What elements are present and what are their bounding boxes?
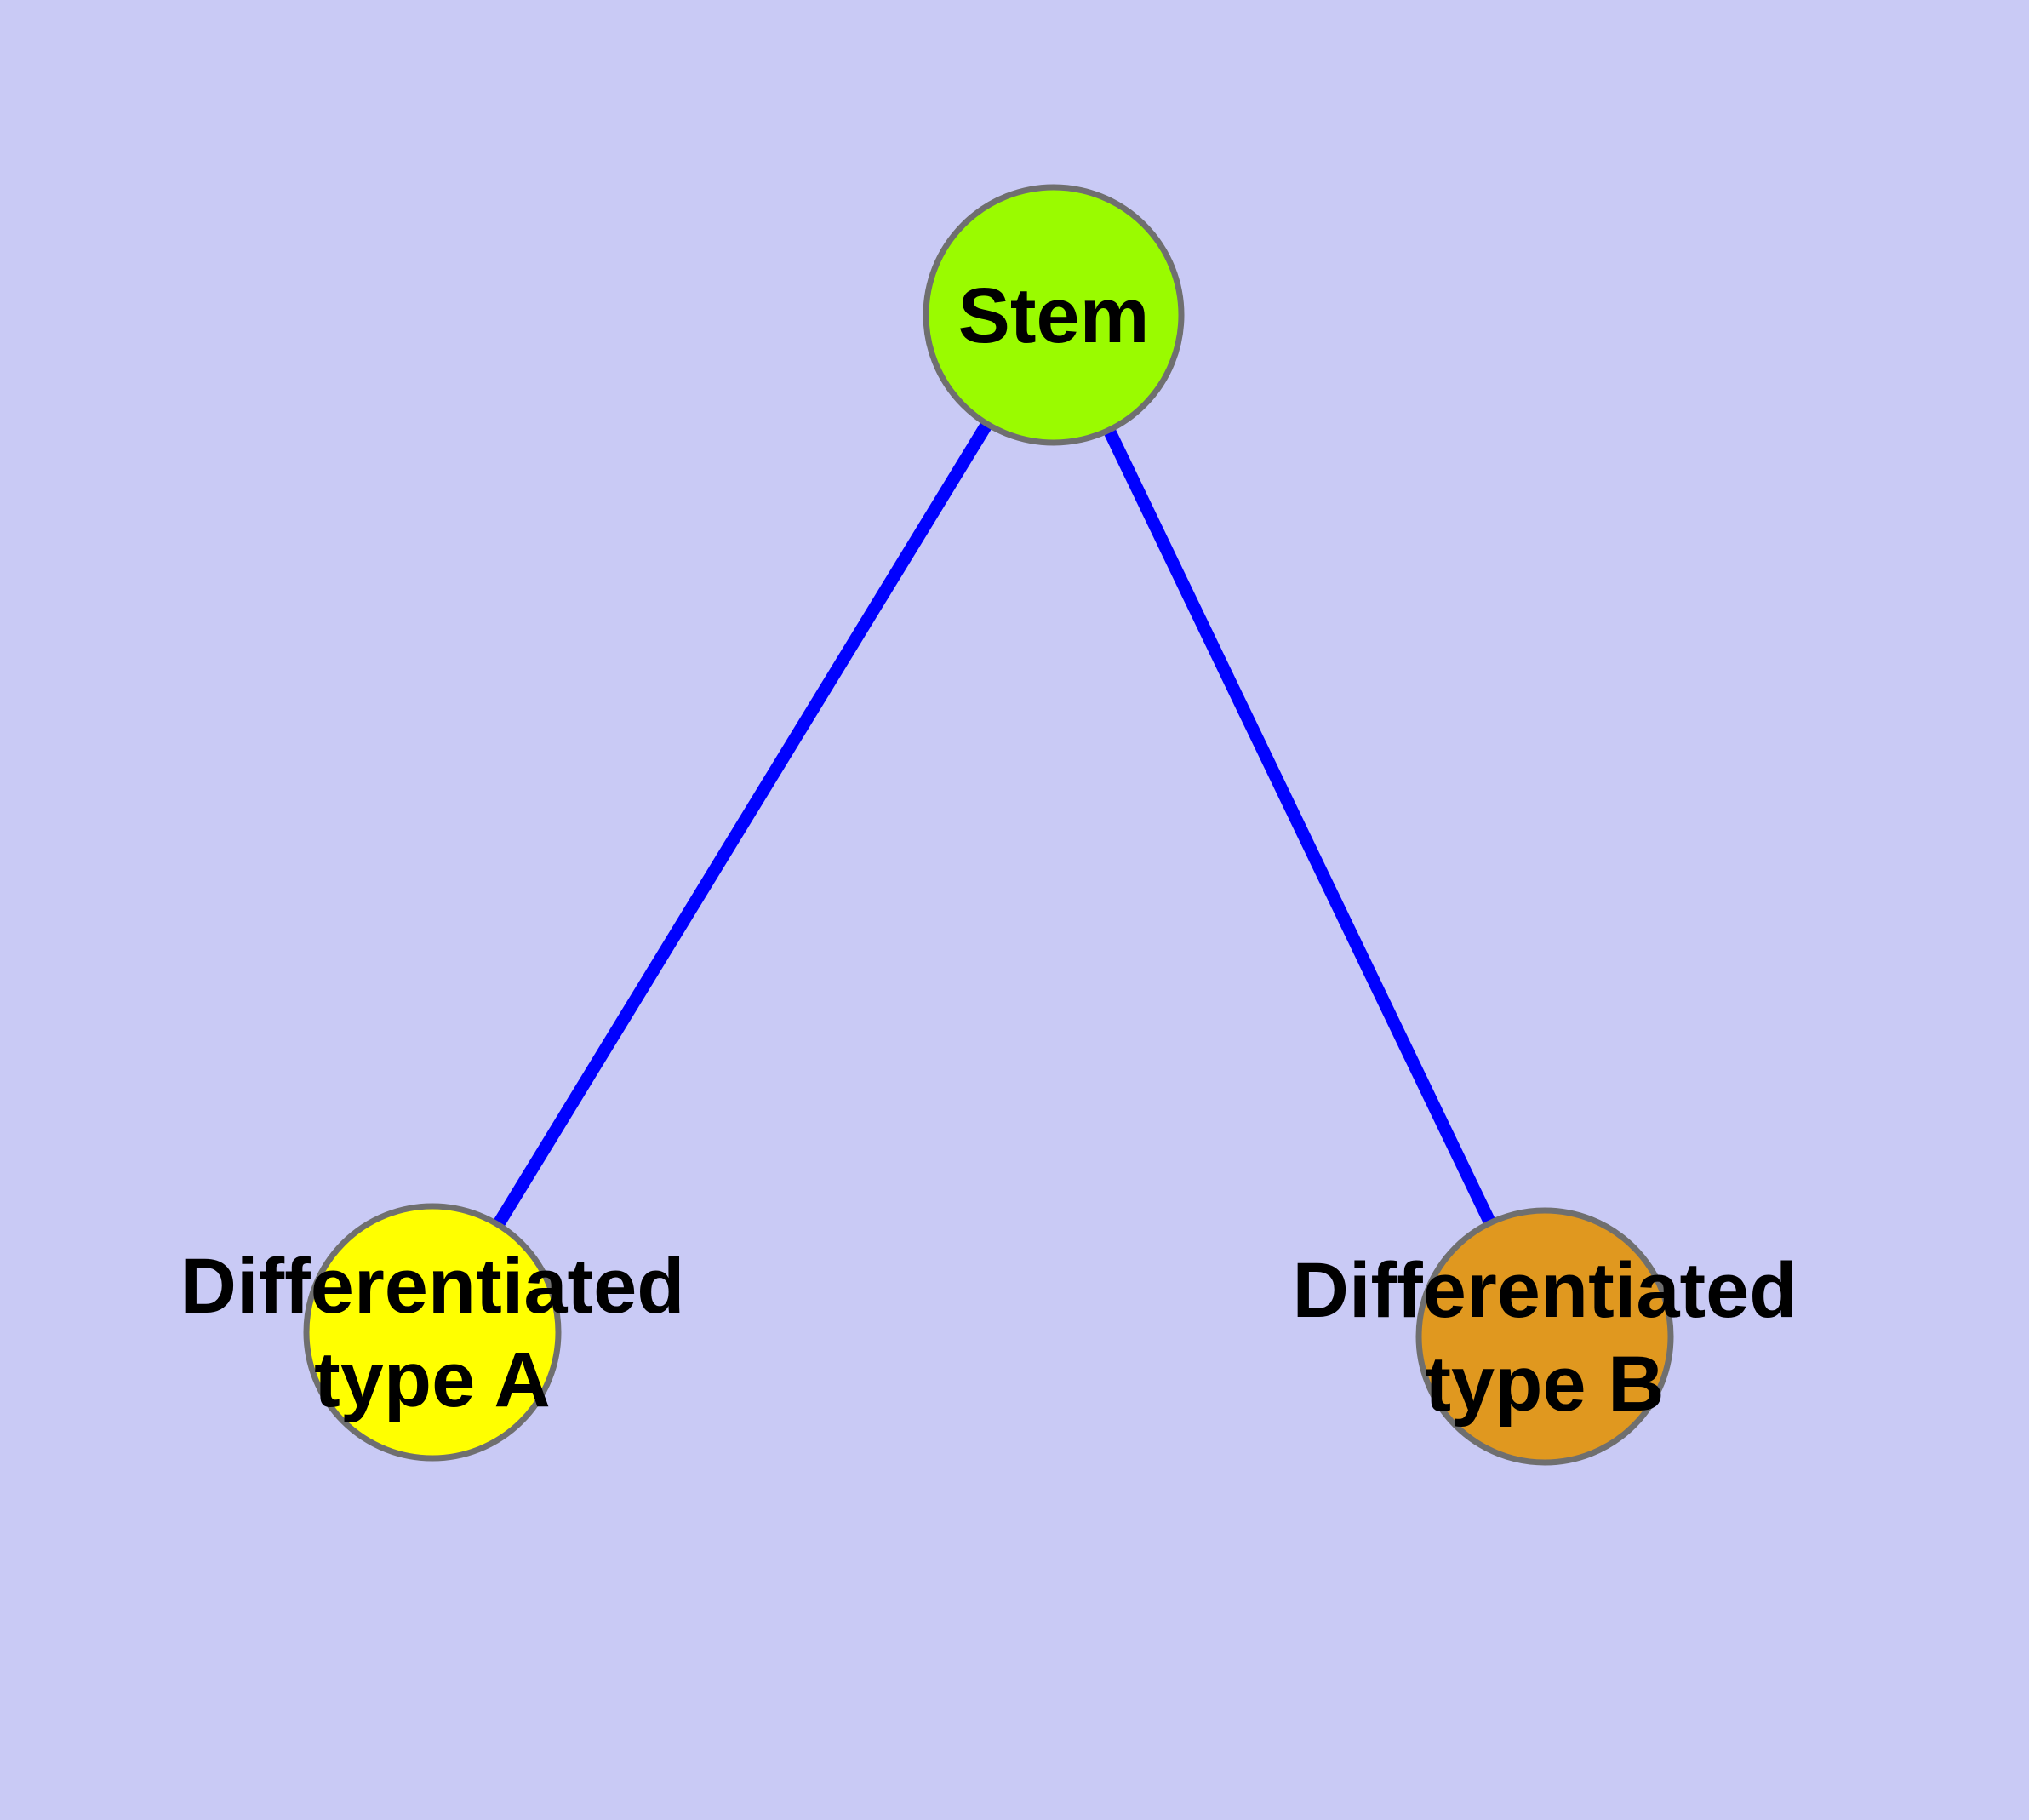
node-type-a — [303, 1203, 562, 1462]
node-label-line: type A — [314, 1336, 551, 1423]
node-type-b — [1415, 1207, 1674, 1466]
nodes-layer — [303, 184, 1674, 1466]
node-label-line: Differentiated — [1293, 1247, 1798, 1334]
node-stem — [923, 184, 1185, 446]
edge-stem-to-type-a — [426, 312, 1060, 1336]
node-label-line: Differentiated — [180, 1243, 685, 1330]
edge-stem-to-type-b — [1048, 312, 1551, 1340]
edges-layer — [426, 312, 1551, 1340]
node-label-line: Stem — [958, 272, 1150, 359]
node-label-stem: Stem — [958, 272, 1150, 359]
node-label-line: type B — [1425, 1341, 1664, 1428]
